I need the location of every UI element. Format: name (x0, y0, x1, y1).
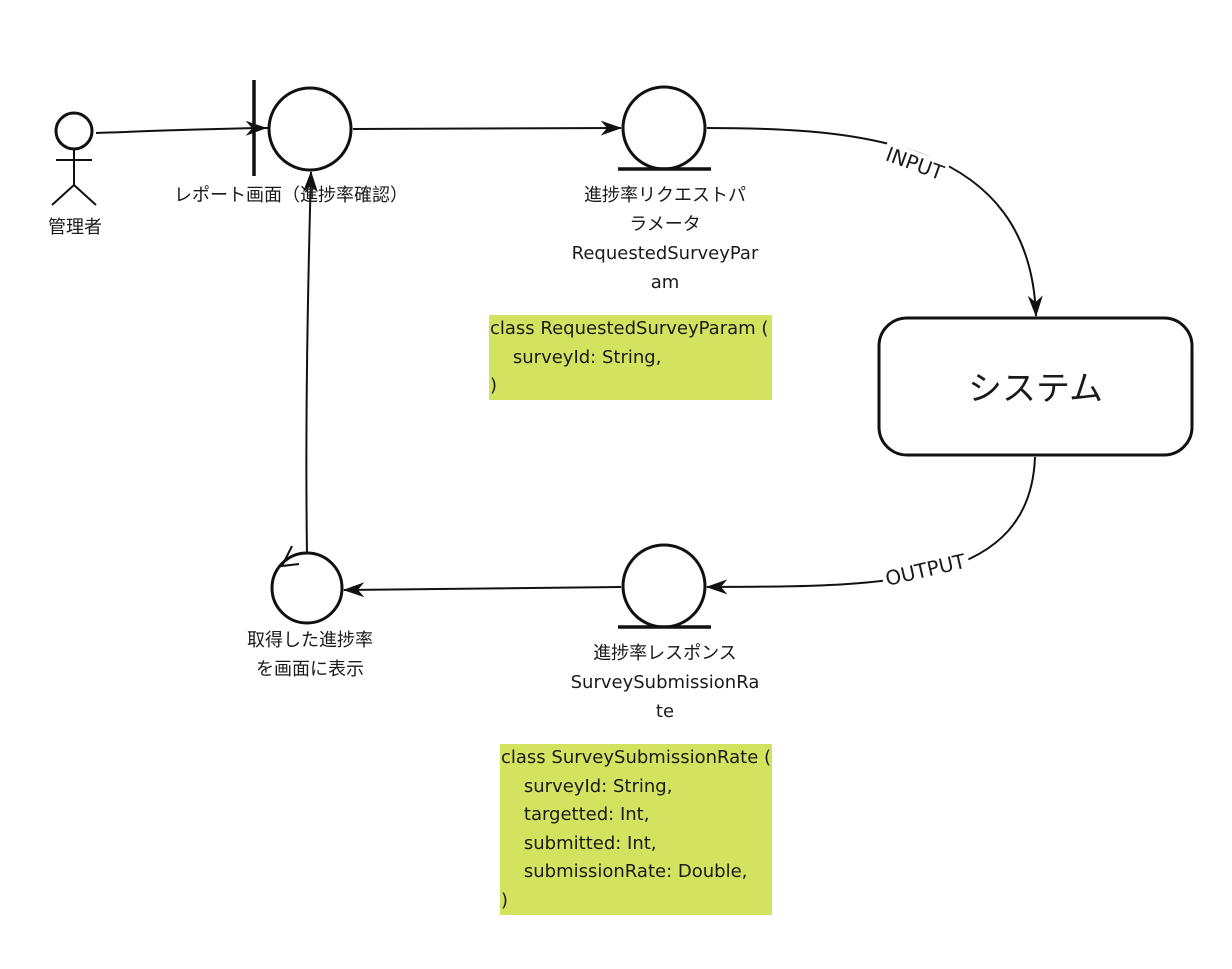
control-icon[interactable] (270, 545, 344, 625)
control-label: 取得した進捗率 を画面に表示 (210, 626, 410, 684)
request-entity-label-line3: RequestedSurveyPar (571, 243, 759, 264)
system-label: システム (968, 369, 1103, 409)
edge-actor-to-boundary (95, 120, 268, 136)
request-entity-label-line1: 進捗率リクエストパ (584, 185, 746, 206)
boundary-label: レポート画面（進捗率確認） (174, 185, 408, 206)
response-entity-label-line1: 進捗率レスポンス (593, 643, 737, 664)
control-label-line1: 取得した進捗率 (247, 630, 373, 651)
request-entity-label-line2: ラメータ (629, 214, 701, 235)
response-class-note: class SurveySubmissionRate ( surveyId: S… (500, 744, 772, 915)
edge-control-to-boundary (302, 170, 318, 554)
request-entity-label-line4: am (650, 272, 680, 293)
response-entity-icon[interactable] (618, 543, 711, 629)
response-entity-label-line2: SurveySubmissionRa (570, 672, 760, 693)
response-entity-label: 進捗率レスポンス SurveySubmissionRa te (555, 639, 775, 726)
request-entity-label: 進捗率リクエストパ ラメータ RequestedSurveyPar am (555, 181, 775, 297)
edge-response-to-control (342, 582, 622, 598)
request-entity-icon[interactable] (618, 85, 711, 171)
request-class-note: class RequestedSurveyParam ( surveyId: S… (489, 315, 772, 400)
system-box[interactable] (877, 316, 1194, 457)
response-entity-label-line3: te (655, 701, 675, 722)
edge-system-to-response (705, 456, 1036, 595)
actor-icon[interactable] (51, 111, 97, 206)
control-label-line2: を画面に表示 (256, 659, 364, 680)
actor-label: 管理者 (48, 217, 102, 238)
edge-boundary-to-request (352, 120, 623, 136)
boundary-icon[interactable] (252, 80, 353, 176)
